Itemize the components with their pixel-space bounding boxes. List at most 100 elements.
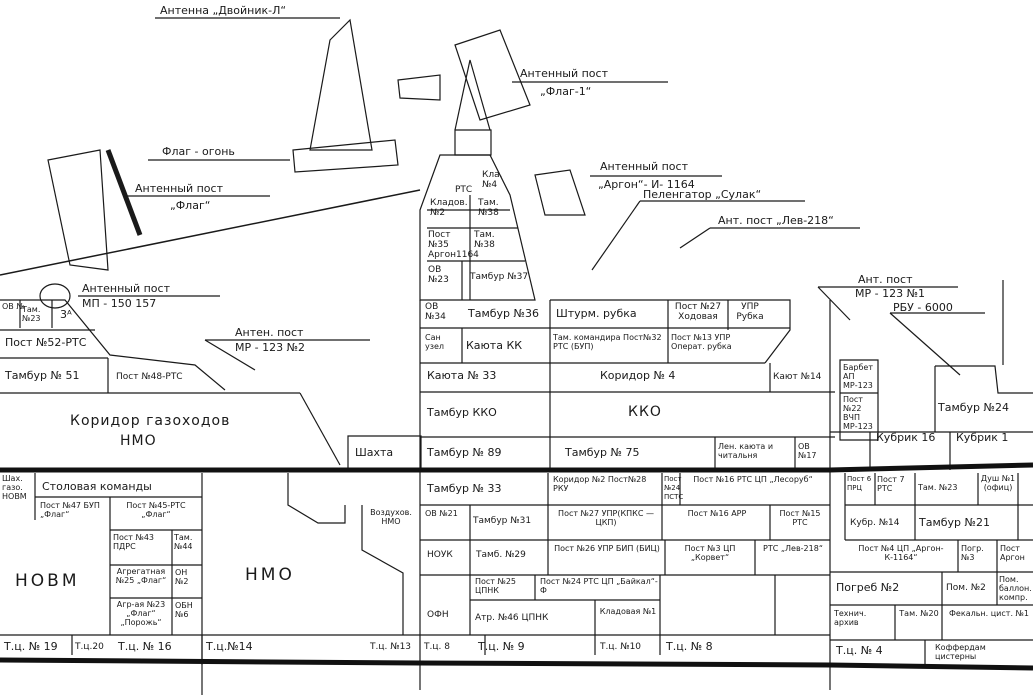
- room-ofn: ОФН: [427, 610, 449, 620]
- room-tambur37: Тамбур №37: [470, 272, 529, 282]
- room-post15: Пост №15 РТС: [779, 509, 821, 527]
- room-nmo-lower: НМО: [245, 565, 295, 585]
- room-post52: Пост №52-РТС: [5, 336, 87, 349]
- flag-antenna-outline: [48, 150, 108, 270]
- room-kladovaya1: Кладовая №1: [599, 607, 657, 616]
- room-post6: Пост 6 ПРЦ: [847, 475, 872, 492]
- room-koridor-gaz: Коридор газоходов: [70, 413, 231, 429]
- room-tambur33: Тамбур № 33: [427, 482, 502, 495]
- room-kubr14: Кубр. №14: [850, 518, 900, 528]
- callout-ant-argon-2: „Аргон“- И- 1164: [598, 178, 695, 191]
- room-agregat25: Агрегатная №25 „Флаг“: [115, 567, 167, 585]
- room-ov17: ОВ №17: [798, 442, 817, 460]
- deck-line-lower: [0, 660, 1033, 668]
- room-nmo-upper: НМО: [120, 433, 157, 449]
- room-post26: Пост №26 УПР БИП (БИЦ): [554, 544, 660, 553]
- room-kladov2: Кладов. №2: [430, 198, 468, 218]
- room-post22: Пост №22 ВЧП МР-123: [843, 395, 873, 431]
- room-post13: Пост №13 УПР Операт. рубка: [671, 333, 732, 351]
- room-post27h: Пост №27 Ходовая: [674, 302, 722, 322]
- leader-mr123-1-diag: [818, 287, 850, 320]
- room-shakh: Шах. газо. НОВМ: [2, 474, 27, 501]
- room-tam20: Там. №20: [899, 609, 939, 618]
- room-tam-kom: Там. командира Пост№32 РТС (БУП): [553, 333, 662, 351]
- room-atr46: Атр. №46 ЦПНК: [475, 613, 549, 623]
- room-nouk: НОУК: [427, 550, 453, 560]
- room-post7: Пост 7 РТС: [877, 475, 905, 493]
- room-upr-rubka: УПР Рубка: [736, 302, 764, 322]
- callout-ant-mp150-2: МП - 150 157: [82, 297, 157, 310]
- room-pom-ballon: Пом. баллон. компр.: [999, 575, 1032, 602]
- room-rtc: РТС: [455, 185, 473, 195]
- room-3a: 3ᴬ: [60, 308, 72, 321]
- room-kayuta33: Каюта № 33: [427, 369, 497, 382]
- room-on2: ОН №2: [175, 568, 189, 586]
- callout-ant-mr123-2-2: МР - 123 №2: [235, 341, 306, 354]
- room-post4: Пост №4 ЦП „Аргон-К-1164“: [858, 544, 944, 562]
- room-kl4: Кла. №4: [482, 170, 503, 190]
- callout-dvoinik: Антенна „Двойник-Л“: [160, 4, 287, 17]
- room-tamb29: Тамб. №29: [476, 550, 526, 560]
- room-novm: НОВМ: [15, 571, 80, 591]
- leader-rbu-diag: [890, 313, 960, 375]
- room-post35: Пост №35 Аргон1164: [428, 230, 479, 260]
- callout-ant-flag-1: Антенный пост: [135, 182, 223, 195]
- tank-9: Т.ц. № 9: [478, 640, 525, 653]
- dvoinik-mast: [310, 20, 372, 150]
- flag1-small-array: [398, 75, 440, 100]
- tank-19: Т.ц. № 19: [4, 640, 58, 653]
- room-tambur-kko: Тамбур ККО: [427, 406, 497, 419]
- room-post3k: Пост №3 ЦП „Корвет“: [684, 544, 736, 562]
- leader-ant-lev-diag: [680, 228, 710, 248]
- room-tambur24: Тамбур №24: [938, 401, 1009, 414]
- room-san: Сан узел: [425, 333, 445, 351]
- mast-base: [455, 130, 491, 155]
- room-koridor4: Коридор № 4: [600, 369, 676, 382]
- tank-8b: Т.ц. № 8: [666, 640, 713, 653]
- leader-mr123-2-diag: [205, 340, 255, 370]
- tank-16: Т.ц. № 16: [118, 640, 172, 653]
- kofferdam: Коффердам цистерны: [935, 643, 986, 661]
- tank-8a: Т.ц. 8: [424, 642, 450, 652]
- room-tambur36: Тамбур №36: [468, 307, 539, 320]
- argon-antenna: [535, 170, 585, 215]
- room-post45: Пост №45-РТС „Флаг“: [126, 501, 186, 519]
- stay-line: [0, 190, 420, 275]
- room-post47: Пост №47 БУП „Флаг“: [40, 501, 100, 519]
- room-tam38b: Там. №38: [474, 230, 495, 250]
- room-post-argon: Пост Аргон: [1000, 544, 1025, 562]
- room-tambur51: Тамбур № 51: [5, 369, 80, 382]
- room-tam23b: Там. №23: [918, 483, 958, 492]
- room-fekal: Фекальн. цист. №1: [949, 609, 1029, 618]
- room-kubrik16: Кубрик 16: [876, 431, 936, 444]
- room-post25: Пост №25 ЦПНК: [475, 577, 517, 595]
- callout-ant-mp150-1: Антенный пост: [82, 282, 170, 295]
- tank-13: Т.ц. №13: [370, 642, 412, 652]
- room-len-kayuta: Лен. каюта и читальня: [718, 442, 774, 460]
- barbet-box: [840, 360, 878, 440]
- room-tekh-arkhiv: Технич. архив: [834, 609, 867, 627]
- room-post27u: Пост №27 УПР(КПКС — ЦКП): [558, 509, 654, 527]
- room-ov-left: ОВ №: [2, 302, 25, 311]
- callout-ant-argon-1: Антенный пост: [600, 160, 688, 173]
- callout-ant-flag-2: „Флаг“: [170, 199, 211, 212]
- room-pom2: Пом. №2: [946, 583, 986, 593]
- room-obn6: ОБН №6: [175, 601, 193, 619]
- room-tam44: Там. №44: [174, 533, 193, 551]
- room-post24: Пост №24 РТС ЦП „Байкал“-Ф: [540, 577, 658, 595]
- room-tambur31: Тамбур №31: [473, 516, 532, 526]
- room-koridor2: Коридор №2 Пост№28 РКУ: [553, 475, 647, 493]
- room-stolovaya: Столовая команды: [42, 480, 152, 493]
- callout-pelengator: Пеленгатор „Сулак“: [643, 188, 762, 201]
- room-post-pcts: Пост №24 ПСТС: [664, 475, 684, 501]
- deck-line-upper: [0, 465, 1033, 470]
- callout-rbu: РБУ - 6000: [893, 301, 953, 314]
- callout-ant-flag1-1: Антенный пост: [520, 67, 608, 80]
- room-rtc-lev: РТС „Лев-218“: [763, 544, 823, 553]
- tank-20: Т.ц.20: [75, 642, 104, 652]
- flag1-antenna: [455, 30, 530, 120]
- room-dush: Душ №1 (офиц): [980, 474, 1016, 492]
- room-tambur75: Тамбур № 75: [565, 446, 640, 459]
- room-agr23: Агр-ая №23 „Флаг“ „Порожь“: [116, 600, 166, 627]
- flag-ogon-array: [293, 140, 398, 172]
